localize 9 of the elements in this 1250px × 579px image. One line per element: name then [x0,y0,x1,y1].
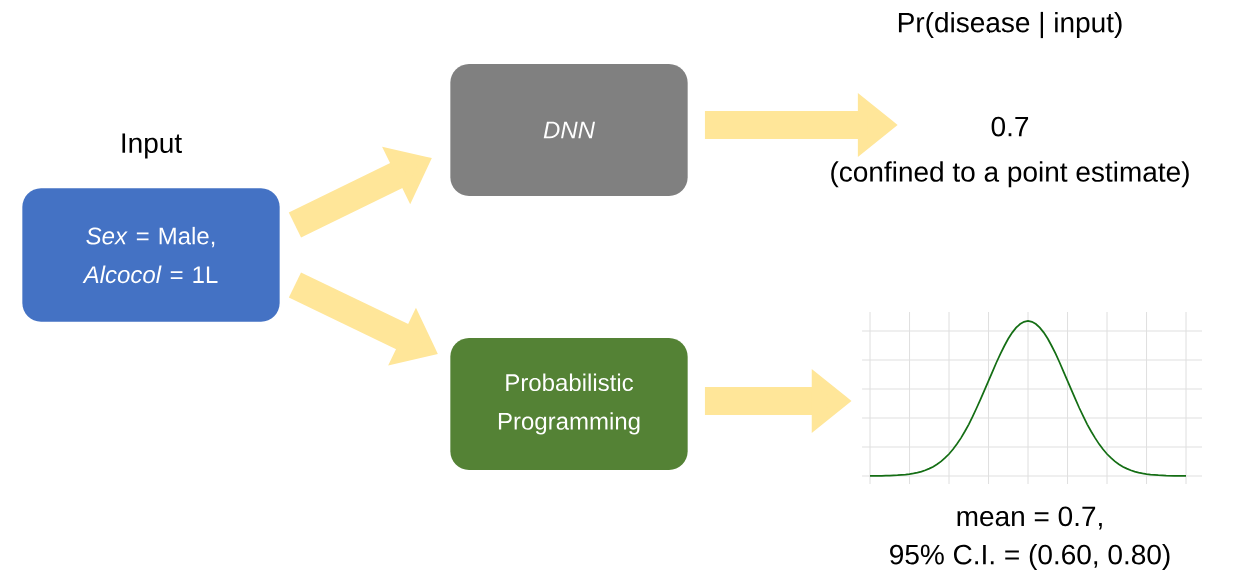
heading: Input [122,133,182,159]
title: Pr(disease | input) [898,11,1122,39]
process-box: Sex = Male, Alcocol = 1L [22,188,280,322]
output-text: 0.7 (confined to a point estimate) [831,116,1189,188]
chart-caption: mean = 0.7, [957,506,1102,530]
chart-drawing [861,311,1203,485]
chart-caption: 95% C.I. = (0.60, 0.80) [890,543,1170,571]
process-box: DNN [450,64,688,196]
process-box: Probabilistic Programming [450,338,688,470]
